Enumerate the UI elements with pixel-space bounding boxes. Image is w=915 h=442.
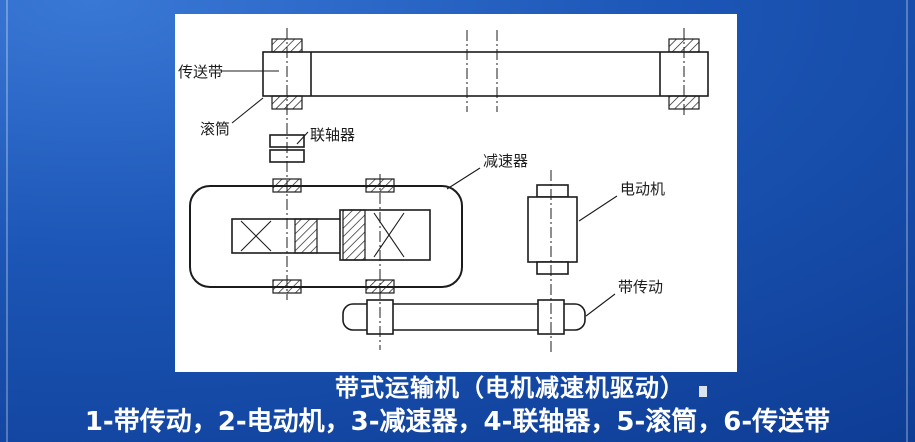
label-motor: 电动机 (620, 180, 665, 198)
gear-reducer (189, 178, 463, 294)
label-belt-drive: 带传动 (618, 278, 663, 296)
leader-belt-drive (585, 293, 616, 317)
input-gear-hatch (342, 209, 366, 261)
leader-drum (231, 97, 264, 124)
label-reducer: 减速器 (483, 152, 528, 170)
leader-motor (578, 195, 618, 222)
slide-frame-line-left (6, 0, 8, 442)
conveyor-belt (262, 38, 709, 110)
motor-bottom-cap (536, 261, 569, 275)
part-labels: 传送带 滚筒 联轴器 减速器 电动机 带传动 (178, 63, 665, 296)
parts-legend: 1-带传动，2-电动机，3-减速器，4-联轴器，5-滚筒，6-传送带 (84, 407, 831, 437)
leader-lines (221, 70, 618, 317)
motor-body (527, 196, 578, 263)
text-cursor (699, 386, 707, 397)
motor-top-cap (536, 184, 569, 198)
mechanism-diagram: 传送带 滚筒 联轴器 减速器 电动机 带传动 (178, 28, 709, 354)
slide-frame-line-right (906, 0, 908, 442)
input-gear-cross (373, 212, 405, 258)
label-drum: 滚筒 (200, 120, 230, 138)
leader-reducer (446, 167, 481, 190)
belt-drive (342, 299, 586, 335)
belt-band (342, 303, 586, 331)
diagram-caption: 带式运输机（电机减速机驱动） (335, 374, 685, 402)
label-coupling: 联轴器 (310, 126, 355, 144)
leader-coupling (296, 131, 309, 145)
belt-outline (262, 51, 709, 97)
output-gear-hatch (294, 218, 318, 254)
centerlines (286, 28, 685, 354)
diagram-panel: 传送带 滚筒 联轴器 减速器 电动机 带传动 (175, 14, 737, 372)
electric-motor (527, 184, 578, 275)
output-gear-cross (240, 220, 272, 252)
label-conveyor-belt: 传送带 (178, 63, 223, 81)
